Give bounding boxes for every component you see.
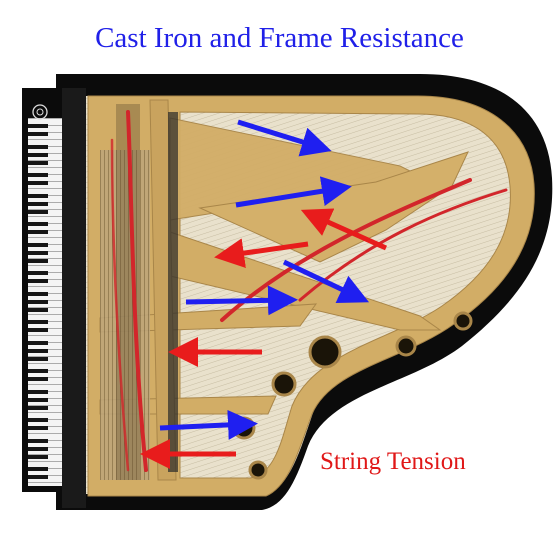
red-arrow: [214, 238, 309, 269]
blue-arrow: [185, 285, 298, 316]
logo-icon: [32, 104, 48, 120]
red-dampers: [110, 110, 508, 472]
blue-arrow: [237, 119, 332, 157]
keyboard: [28, 88, 86, 508]
frame-resistance-arrows: [159, 119, 370, 440]
blue-arrow: [282, 259, 370, 303]
blue-arrow: [235, 176, 352, 208]
red-arrow: [300, 208, 388, 251]
damper-rail: [168, 112, 178, 472]
diagram-title: Cast Iron and Frame Resistance: [95, 22, 464, 54]
string-tension-arrows: [140, 208, 388, 469]
string-tension-label: String Tension: [320, 448, 466, 475]
plate-holes: [232, 311, 473, 480]
blue-arrow: [159, 409, 258, 440]
